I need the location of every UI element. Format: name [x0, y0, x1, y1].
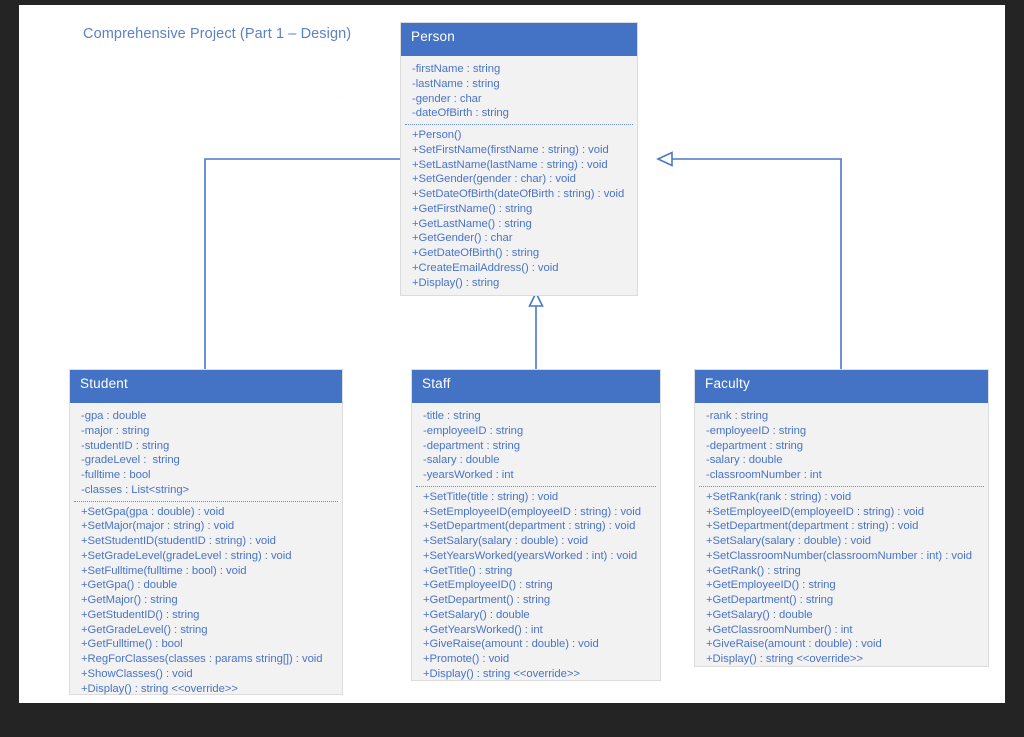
uml-separator — [699, 485, 984, 487]
uml-class-faculty[interactable]: Faculty -rank : string -employeeID : str… — [694, 369, 989, 667]
uml-attribute: -classroomNumber : int — [706, 469, 822, 481]
uml-method: +Display() : string — [412, 276, 500, 289]
uml-method: +SetDateOfBirth(dateOfBirth : string) : … — [412, 188, 625, 200]
uml-class-staff[interactable]: Staff -title : string -employeeID : stri… — [411, 369, 661, 681]
uml-method: +GiveRaise(amount : double) : void — [423, 638, 599, 651]
artifact-mark: ··· — [339, 95, 343, 100]
uml-separator — [416, 485, 656, 487]
uml-method: +CreateEmailAddress() : void — [412, 261, 559, 274]
uml-method: +Display() : string <<override>> — [81, 682, 238, 695]
uml-attribute: -salary : double — [423, 454, 500, 467]
uml-attribute: -gradeLevel : string — [81, 454, 180, 467]
uml-method: +GetGender() : char — [412, 232, 513, 245]
uml-method: +GetDateOfBirth() : string — [412, 247, 540, 259]
uml-method: +GetFulltime() : bool — [81, 638, 183, 651]
uml-method: +Display() : string <<override>> — [706, 653, 863, 665]
uml-attribute: -major : string — [81, 424, 150, 437]
uml-method: +SetEmployeeID(employeeID : string) : vo… — [423, 505, 641, 518]
uml-class-title-person: Person — [401, 23, 637, 56]
uml-attribute: -classes : List<string> — [81, 483, 190, 496]
uml-class-title-faculty: Faculty — [695, 370, 988, 403]
uml-method: +GetFirstName() : string — [412, 202, 533, 215]
uml-body-faculty: -rank : string -employeeID : string -dep… — [695, 403, 988, 674]
uml-method: +Promote() : void — [423, 653, 510, 665]
uml-method: +RegForClasses(classes : params string[]… — [81, 653, 323, 665]
uml-attribute: -gender : char — [412, 92, 482, 105]
uml-method: +GiveRaise(amount : double) : void — [706, 638, 882, 651]
uml-attribute: -studentID : string — [81, 439, 170, 452]
uml-class-student[interactable]: Student -gpa : double -major : string -s… — [69, 369, 343, 695]
uml-attribute: -department : string — [706, 439, 803, 452]
uml-body-person: -firstName : string -lastName : string -… — [401, 56, 637, 297]
uml-method: +GetTitle() : string — [423, 564, 513, 577]
uml-method: +ShowClasses() : void — [81, 667, 193, 680]
uml-method: +GetDepartment() : string — [706, 594, 834, 606]
uml-method: +SetFirstName(firstName : string) : void — [412, 143, 609, 156]
uml-method: +SetSalary(salary : double) : void — [423, 535, 589, 547]
uml-method: +GetLastName() : string — [412, 217, 532, 230]
uml-method: +SetClassroomNumber(classroomNumber : in… — [706, 549, 972, 562]
uml-separator — [405, 124, 633, 125]
uml-method: +GetClassroomNumber() : int — [706, 623, 853, 636]
artifact-mark: · — [344, 88, 346, 93]
uml-method: +SetGradeLevel(gradeLevel : string) : vo… — [81, 549, 292, 562]
uml-method: +GetGpa() : double — [81, 579, 178, 592]
uml-attribute: -title : string — [423, 410, 481, 422]
page-title: Comprehensive Project (Part 1 – Design) — [83, 26, 352, 42]
uml-class-person[interactable]: Person -firstName : string -lastName : s… — [400, 22, 638, 296]
uml-method: +GetRank() : string — [706, 564, 801, 577]
connector-faculty-to-person — [671, 158, 842, 371]
uml-method: +SetYearsWorked(yearsWorked : int) : voi… — [423, 549, 638, 562]
uml-method: +SetSalary(salary : double) : void — [706, 535, 872, 547]
uml-method: +GetYearsWorked() : int — [423, 623, 543, 636]
uml-method: +GetSalary() : double — [423, 608, 530, 621]
uml-method: +SetGender(gender : char) : void — [412, 173, 576, 186]
uml-class-title-staff: Staff — [412, 370, 660, 403]
uml-method: +SetGpa(gpa : double) : void — [81, 505, 225, 518]
uml-method: +GetGradeLevel() : string — [81, 623, 208, 636]
uml-body-staff: -title : string -employeeID : string -de… — [412, 403, 660, 689]
uml-method: +GetSalary() : double — [706, 608, 813, 621]
uml-method: +SetDepartment(department : string) : vo… — [706, 520, 919, 533]
slide-page: Comprehensive Project (Part 1 – Design) … — [19, 5, 1005, 703]
uml-attribute: -employeeID : string — [423, 424, 524, 437]
uml-attribute: -salary : double — [706, 454, 783, 467]
uml-method: +SetDepartment(department : string) : vo… — [423, 520, 636, 533]
uml-attribute: -lastName : string — [412, 77, 500, 90]
uml-attribute: -employeeID : string — [706, 424, 807, 437]
connector-student-to-person — [204, 158, 402, 371]
uml-method: +GetEmployeeID() : string — [423, 579, 553, 592]
uml-body-student: -gpa : double -major : string -studentID… — [70, 403, 342, 703]
uml-method: +SetMajor(major : string) : void — [81, 520, 235, 533]
uml-method: +SetTitle(title : string) : void — [423, 490, 559, 503]
uml-attribute: -firstName : string — [412, 63, 501, 75]
uml-class-title-student: Student — [70, 370, 342, 403]
uml-method: +GetMajor() : string — [81, 594, 178, 606]
uml-method: +SetLastName(lastName : string) : void — [412, 158, 608, 171]
uml-attribute: -dateOfBirth : string — [412, 107, 509, 120]
uml-attribute: -yearsWorked : int — [423, 469, 514, 481]
artifact-mark: · · ·· — [284, 89, 292, 94]
uml-separator — [74, 500, 338, 502]
uml-method: +GetDepartment() : string — [423, 594, 551, 606]
arrowhead-faculty — [656, 151, 673, 167]
uml-method: +SetFulltime(fulltime : bool) : void — [81, 564, 247, 577]
uml-attribute: -fulltime : bool — [81, 469, 151, 481]
uml-method: +SetRank(rank : string) : void — [706, 490, 852, 503]
uml-method: +SetStudentID(studentID : string) : void — [81, 535, 276, 547]
uml-method: +GetEmployeeID() : string — [706, 579, 836, 592]
artifact-mark: · — [276, 74, 278, 79]
uml-method: +Display() : string <<override>> — [423, 667, 580, 680]
uml-method: +Person() — [412, 129, 462, 141]
uml-method: +GetStudentID() : string — [81, 608, 200, 621]
uml-attribute: -gpa : double — [81, 410, 147, 422]
uml-attribute: -department : string — [423, 439, 520, 452]
uml-method: +SetEmployeeID(employeeID : string) : vo… — [706, 505, 924, 518]
uml-attribute: -rank : string — [706, 410, 769, 422]
